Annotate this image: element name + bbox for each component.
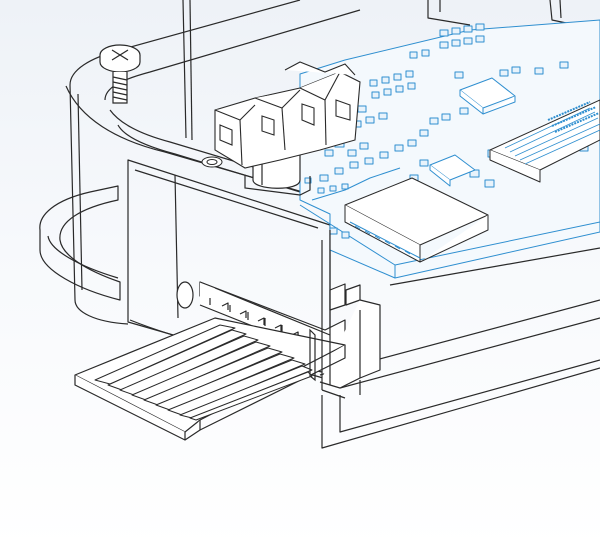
rf-module — [311, 167, 489, 263]
rim-top — [65, 85, 331, 201]
sd-card — [74, 317, 346, 441]
base-flange — [39, 185, 121, 301]
card-slot — [176, 281, 381, 389]
slot-bracket — [309, 230, 346, 399]
standoff — [201, 156, 223, 168]
connector-block — [214, 61, 361, 169]
small-ic-chip — [429, 154, 476, 187]
pcb-board — [299, 19, 600, 279]
qfn-chip — [459, 77, 516, 115]
large-ic-chip — [489, 99, 600, 183]
screw-icon — [99, 44, 141, 104]
